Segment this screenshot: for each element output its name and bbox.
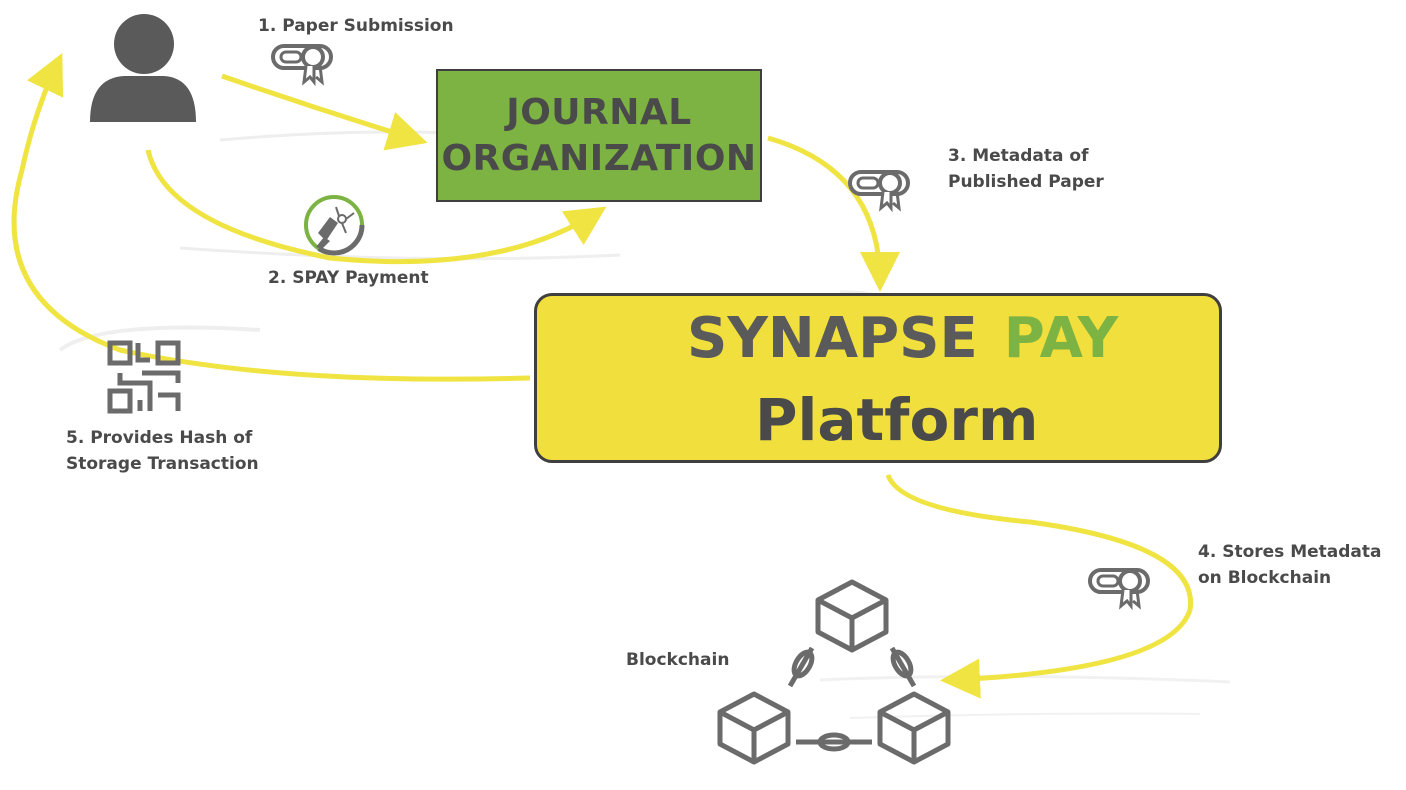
diploma-icon: [271, 44, 333, 84]
arrow-metadata: [767, 135, 900, 292]
arrow-store-blockchain: [885, 473, 1194, 699]
journal-title-line1: JOURNAL: [506, 91, 692, 133]
platform-subtitle: Platform: [755, 386, 1039, 454]
platform-title-pay: PAY: [1003, 306, 1119, 371]
step5-label-line2: Storage Transaction: [66, 454, 259, 474]
step2-label: 2. SPAY Payment: [268, 268, 429, 288]
step3-label-line2: Published Paper: [948, 172, 1104, 192]
platform-title-synapse: SYNAPSE: [687, 306, 978, 371]
journal-organization-box: JOURNAL ORGANIZATION: [436, 69, 762, 202]
qr-code-icon: [107, 340, 181, 414]
diploma-icon: [1088, 568, 1150, 608]
blockchain-label: Blockchain: [626, 650, 730, 670]
step5-label-line1: 5. Provides Hash of: [66, 428, 253, 448]
synapse-pay-platform-box: SYNAPSE PAY Platform: [534, 293, 1222, 463]
platform-title: SYNAPSE PAY: [687, 304, 1118, 374]
spay-coin-icon: [306, 197, 362, 253]
step4-label-line2: on Blockchain: [1198, 568, 1332, 588]
arrow-spay-payment: [145, 149, 607, 265]
step1-label: 1. Paper Submission: [258, 16, 454, 36]
step3-label-line1: 3. Metadata of: [948, 146, 1089, 166]
blockchain-icon: [717, 579, 951, 765]
journal-title-line2: ORGANIZATION: [441, 137, 757, 179]
arrow-provides-hash: [11, 52, 531, 382]
user-icon: [90, 14, 196, 122]
step4-label-line1: 4. Stores Metadata: [1198, 542, 1382, 562]
arrow-paper-submission: [221, 73, 428, 151]
